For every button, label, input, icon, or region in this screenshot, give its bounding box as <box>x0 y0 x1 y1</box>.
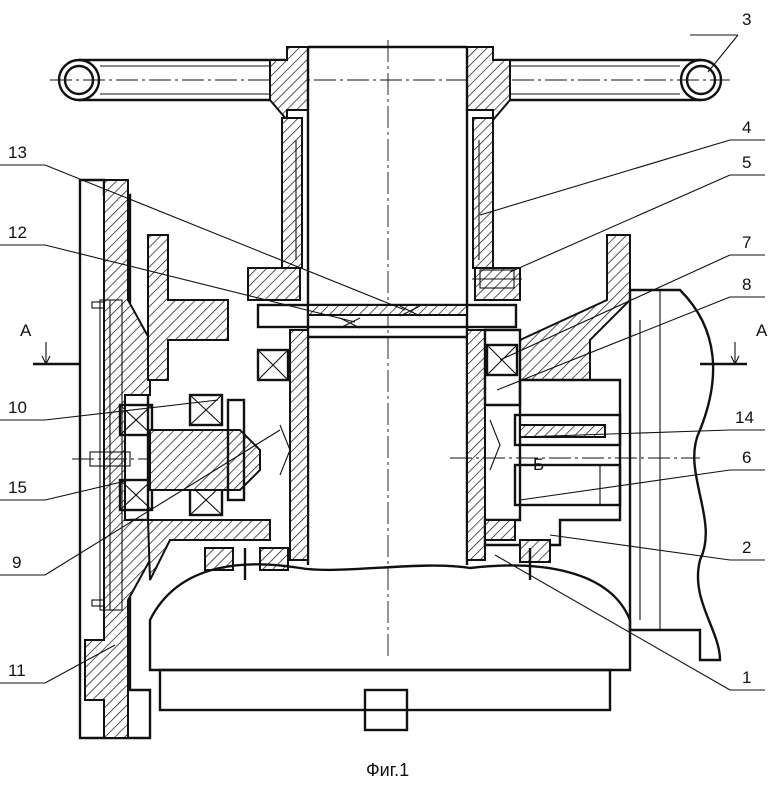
callout-12: 12 <box>8 223 27 242</box>
callout-3: 3 <box>742 10 751 29</box>
callout-14: 14 <box>735 408 754 427</box>
figure-caption: Фиг.1 <box>366 760 409 780</box>
base <box>148 548 632 732</box>
callout-15: 15 <box>8 478 27 497</box>
section-marks: А А Б <box>20 321 768 474</box>
right-housing <box>450 234 722 662</box>
callout-2: 2 <box>742 538 751 557</box>
callout-1: 1 <box>742 668 751 687</box>
callout-11: 11 <box>8 661 26 680</box>
section-a-right-label: А <box>756 321 768 340</box>
callout-9: 9 <box>12 553 21 572</box>
callout-4: 4 <box>742 118 751 137</box>
handwheel <box>50 45 730 123</box>
callout-13: 13 <box>8 143 27 162</box>
callout-7: 7 <box>742 233 751 252</box>
callout-8: 8 <box>742 275 751 294</box>
callout-5: 5 <box>742 153 751 172</box>
callout-6: 6 <box>742 448 751 467</box>
callout-10: 10 <box>8 398 27 417</box>
section-a-left-label: А <box>20 321 32 340</box>
central-shaft <box>247 40 522 660</box>
leader-lines <box>0 34 765 691</box>
left-housing <box>72 178 291 740</box>
section-b-label: Б <box>533 455 544 474</box>
callouts: 3 4 5 7 8 14 6 2 1 13 12 10 15 9 11 <box>8 10 754 687</box>
